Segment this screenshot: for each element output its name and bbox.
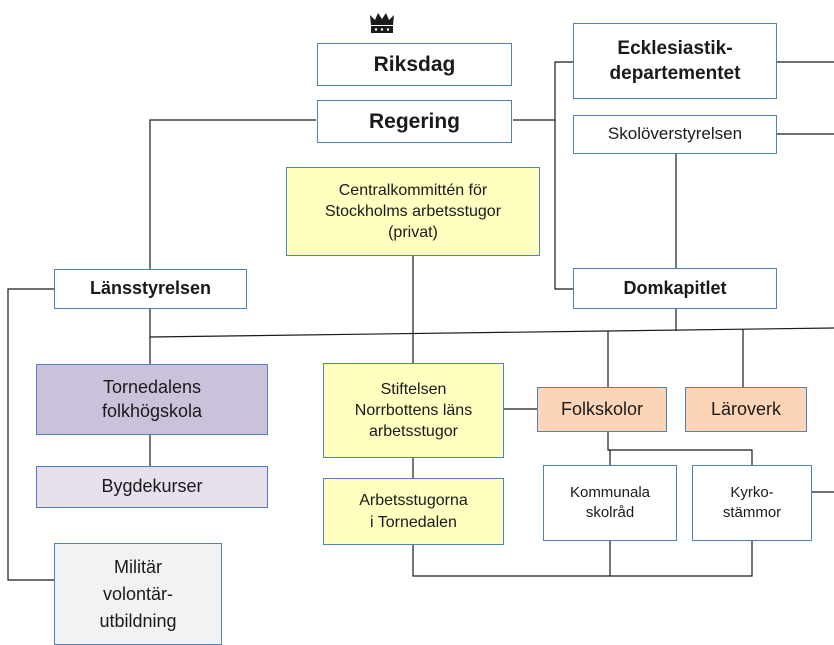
tornedalens-folkhogskola-box: Tornedalens folkhögskola — [36, 364, 268, 435]
centralkommitten-label-line2: Stockholms arbetsstugor — [324, 202, 502, 220]
centralkommitten-box: Centralkommittén för Stockholms arbetsst… — [286, 167, 540, 256]
crown-icon — [370, 13, 394, 33]
kommunala-skolrad-box: Kommunala skolråd — [543, 465, 677, 541]
ecklesiastik-label-line1: Ecklesiastik- — [617, 37, 733, 59]
line-split-kyrko — [641, 449, 753, 465]
line-lansstyrelsen-left — [7, 288, 54, 581]
tornedalens-label-line1: Tornedalens — [102, 376, 202, 397]
militar-volontarutbildning-box: Militär volontär- utbildning — [54, 543, 222, 645]
laroverk-label: Läroverk — [710, 398, 782, 419]
militar-label-line2: volontär- — [102, 583, 174, 604]
line-folkskolor-split — [607, 431, 641, 451]
folkskolor-label: Folkskolor — [560, 398, 644, 419]
centralkommitten-label-line1: Centralkommittén för — [338, 181, 488, 199]
line-regering-domkapitlet — [554, 120, 573, 290]
kommunala-label-line2: skolråd — [585, 504, 635, 521]
kyrkostammor-box: Kyrko- stämmor — [692, 465, 812, 541]
kyrko-label-line1: Kyrko- — [730, 484, 774, 502]
skoloverstyrelsen-box: Skolöverstyrelsen — [573, 115, 777, 154]
skoloverstyrelsen-label: Skolöverstyrelsen — [607, 124, 743, 144]
stiftelsen-label-line2: Norrbottens läns — [354, 401, 473, 419]
riksdag-label: Riksdag — [373, 52, 456, 76]
militar-label-line1: Militär — [114, 556, 162, 577]
stiftelsen-label-line1: Stiftelsen — [380, 380, 447, 398]
stiftelsen-box: Stiftelsen Norrbottens läns arbetsstugor — [323, 363, 504, 458]
line-regering-lansstyrelsen — [149, 119, 316, 270]
bygdekurser-label: Bygdekurser — [101, 476, 203, 497]
folkskolor-box: Folkskolor — [537, 387, 667, 432]
militar-label-line3: utbildning — [99, 610, 177, 631]
domkapitlet-label: Domkapitlet — [623, 277, 727, 298]
ecklesiastik-label-line2: departementet — [609, 63, 741, 84]
kyrko-label-line2: stämmor — [722, 504, 782, 521]
domkapitlet-box: Domkapitlet — [573, 268, 777, 309]
line-bottom-bus — [412, 540, 753, 577]
arbetsstugorna-box: Arbetsstugorna i Tornedalen — [323, 478, 504, 545]
line-horizontal-bus — [149, 327, 834, 338]
laroverk-box: Läroverk — [685, 387, 807, 432]
line-regering-ecklesiastik — [513, 61, 573, 121]
ecklesiastikdepartementet-box: Ecklesiastik- departementet — [573, 23, 777, 99]
riksdag-box: Riksdag — [317, 43, 512, 86]
arbetsstugorna-label-line2: i Tornedalen — [370, 513, 457, 531]
bygdekurser-box: Bygdekurser — [36, 466, 268, 508]
arbetsstugorna-label-line1: Arbetsstugorna — [359, 492, 468, 510]
stiftelsen-label-line3: arbetsstugor — [369, 423, 458, 441]
regering-box: Regering — [317, 100, 512, 143]
kommunala-label-line1: Kommunala — [569, 484, 651, 502]
lansstyrelsen-box: Länsstyrelsen — [54, 269, 247, 309]
lansstyrelsen-label: Länsstyrelsen — [89, 278, 212, 299]
regering-label: Regering — [368, 109, 460, 133]
tornedalens-label-line2: folkhögskola — [101, 400, 203, 421]
centralkommitten-label-line3: (privat) — [388, 224, 438, 242]
